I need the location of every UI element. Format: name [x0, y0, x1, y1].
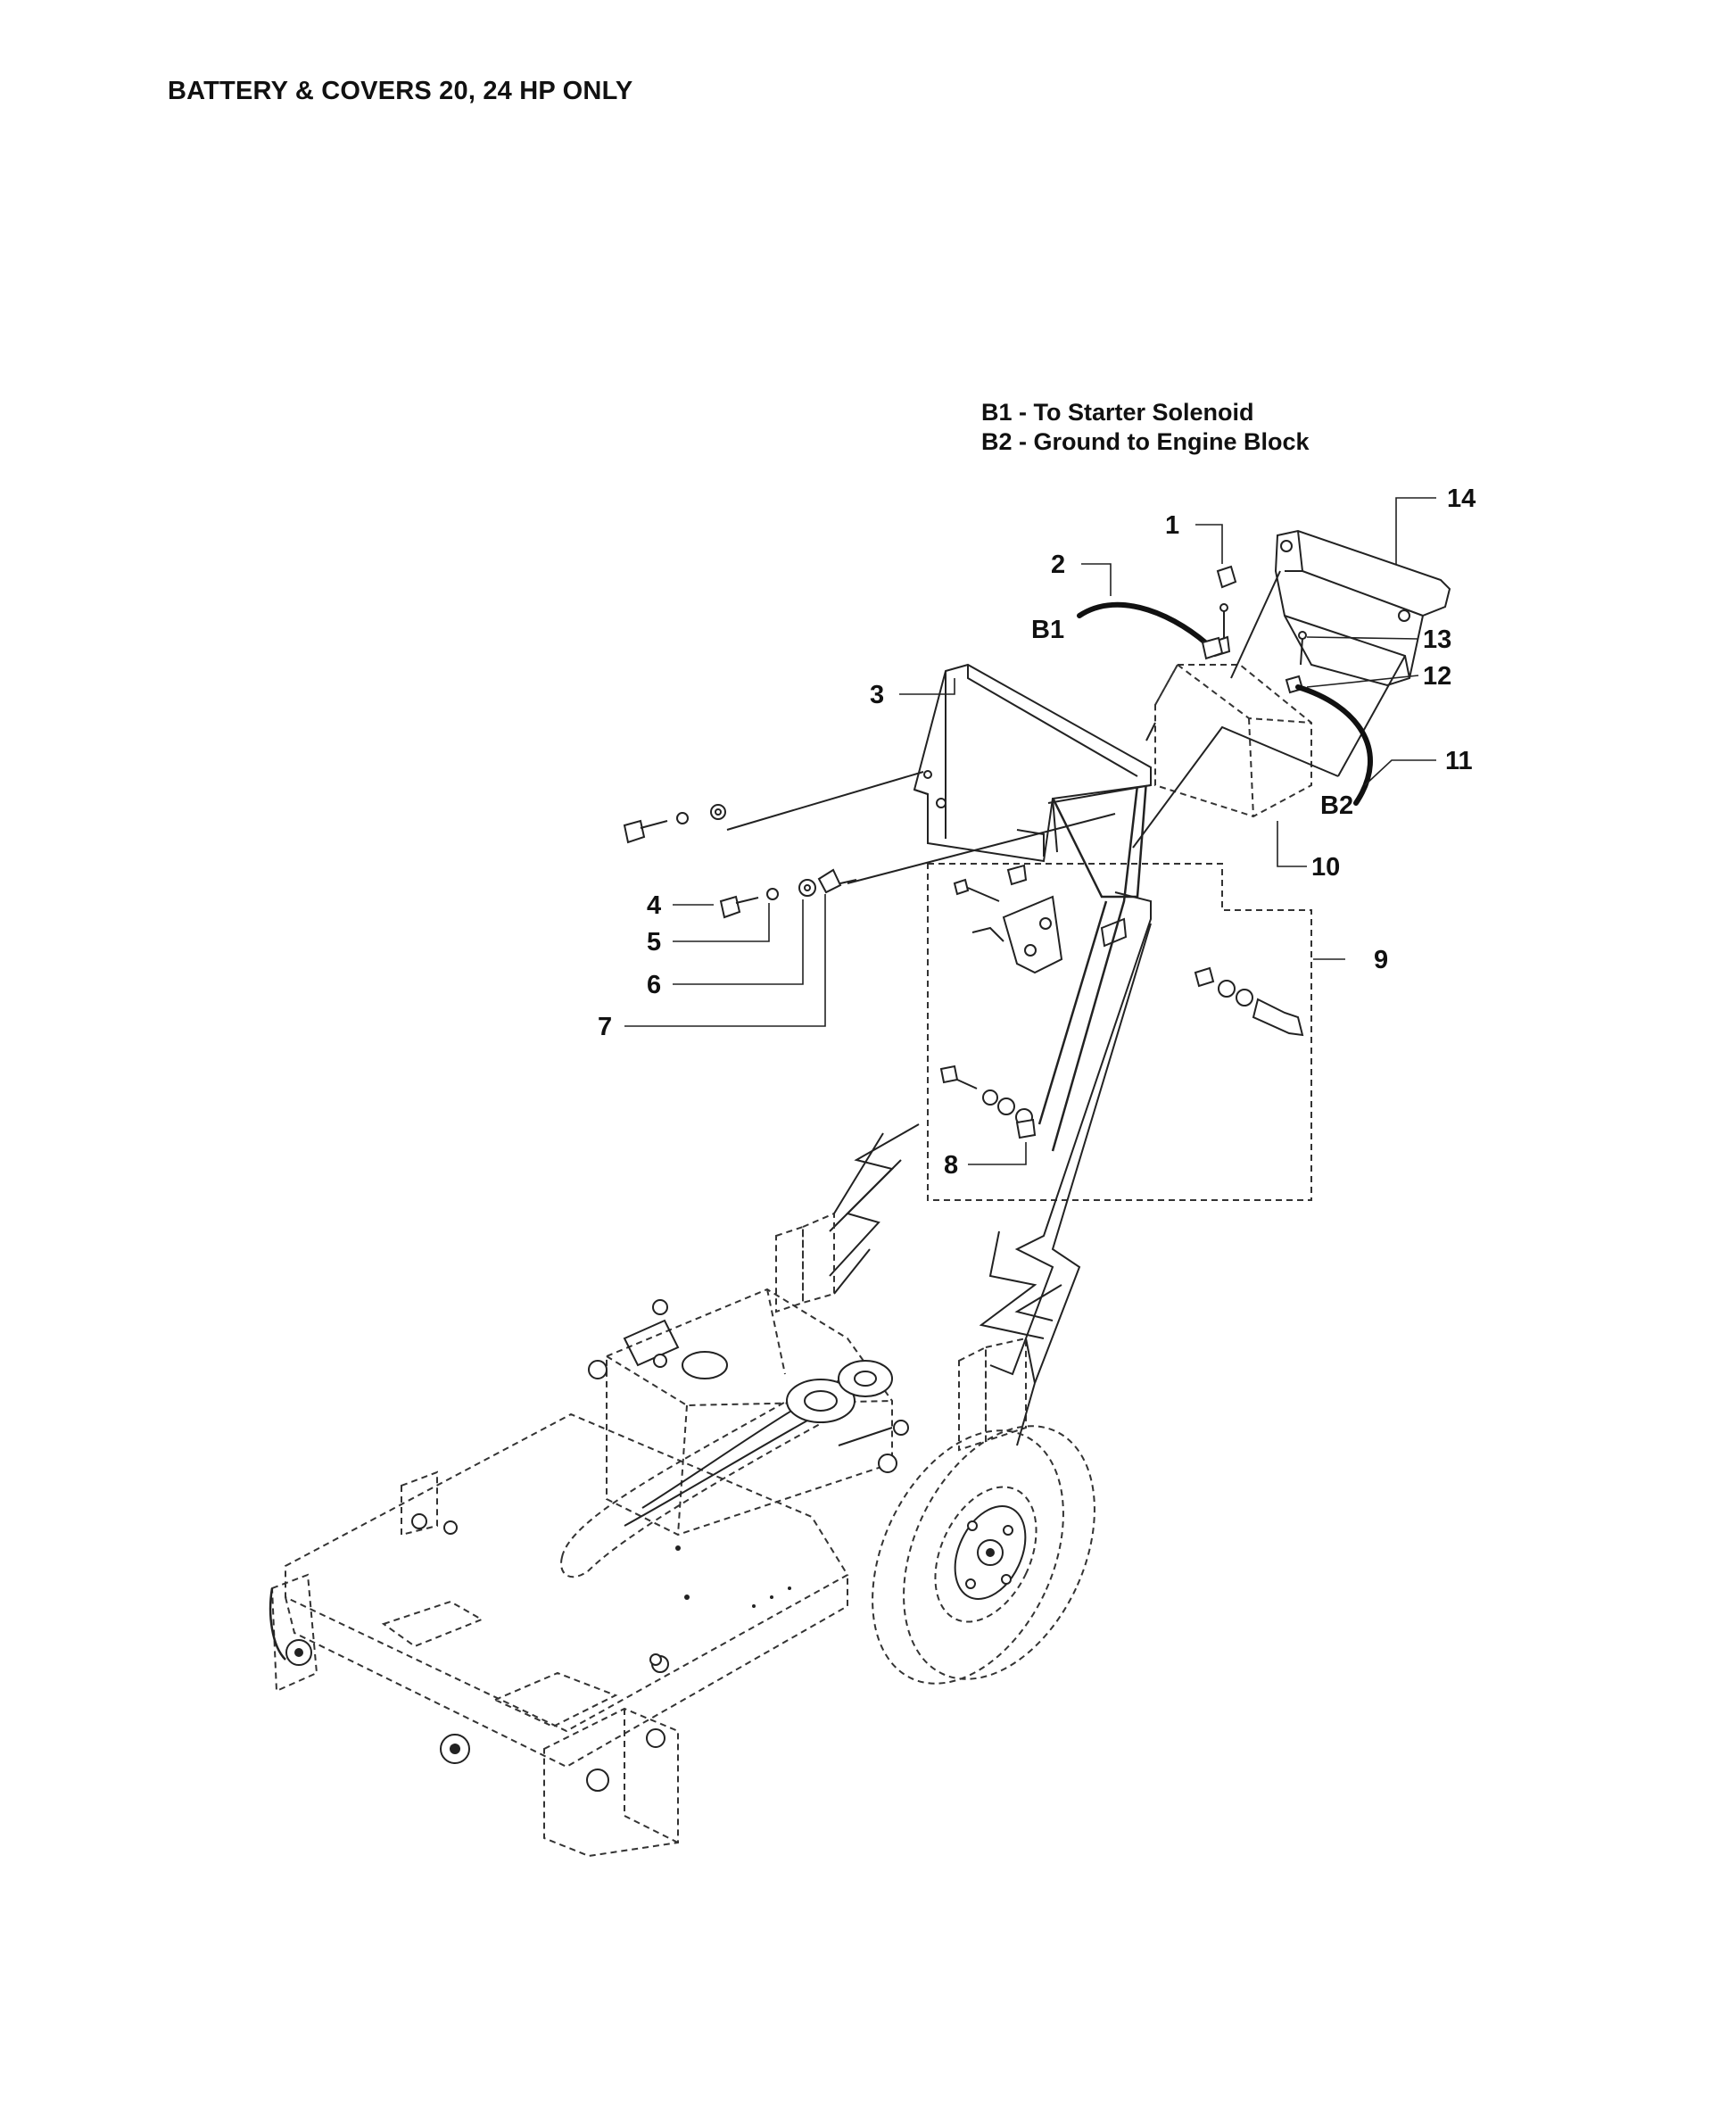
callout-6: 6 [647, 971, 661, 999]
callout-14: 14 [1447, 485, 1476, 513]
callout-12: 12 [1423, 662, 1451, 691]
clip-nut-7 [817, 868, 842, 894]
callout-2: 2 [1051, 551, 1065, 579]
callout-7: 7 [598, 1013, 612, 1041]
callout-b1: B1 [1031, 616, 1064, 644]
callout-5: 5 [647, 928, 661, 957]
cover-upper-fasteners [623, 804, 726, 844]
alignment-line-lower [847, 813, 1116, 884]
page-title: BATTERY & COVERS 20, 24 HP ONLY [168, 77, 633, 105]
alignment-line-right [1132, 725, 1339, 849]
callout-8: 8 [944, 1151, 958, 1180]
callout-3: 3 [870, 681, 884, 709]
drive-wheel [872, 1425, 1095, 1685]
alignment-line-mid [1047, 784, 1152, 804]
callout-1: 1 [1165, 511, 1179, 540]
battery-cover [913, 663, 1152, 863]
callout-11: 11 [1445, 747, 1473, 775]
battery [1154, 664, 1312, 818]
alignment-line-cover [1145, 722, 1156, 741]
mower-chassis [269, 1288, 909, 1858]
lock-washer-5 [766, 888, 779, 900]
bolt-set-8 [939, 1064, 1037, 1139]
terminal-cap [1216, 565, 1237, 589]
handle-bracket [953, 864, 1063, 974]
cover-lower-fasteners [719, 868, 857, 919]
callout-4: 4 [647, 891, 661, 920]
callout-leaders [624, 497, 1436, 1165]
callout-10: 10 [1311, 853, 1340, 882]
battery-bracket [1230, 529, 1451, 777]
terminal-bolt-13 [1298, 631, 1307, 666]
positive-cable-ring [1201, 636, 1224, 660]
positive-cable [1077, 601, 1216, 652]
assembly-group-outline [927, 863, 1312, 1201]
legend-b1: B1 - To Starter Solenoid [981, 399, 1254, 426]
legend: B1 - To Starter Solenoid B2 - Ground to … [981, 398, 1310, 457]
legend-b2: B2 - Ground to Engine Block [981, 428, 1310, 455]
callout-9: 9 [1374, 946, 1388, 974]
bolt-4 [719, 895, 741, 919]
bolt-set-9 [1194, 966, 1304, 1037]
alignment-line-upper [726, 771, 924, 831]
callout-b2: B2 [1320, 791, 1353, 820]
callout-13: 13 [1423, 625, 1451, 654]
